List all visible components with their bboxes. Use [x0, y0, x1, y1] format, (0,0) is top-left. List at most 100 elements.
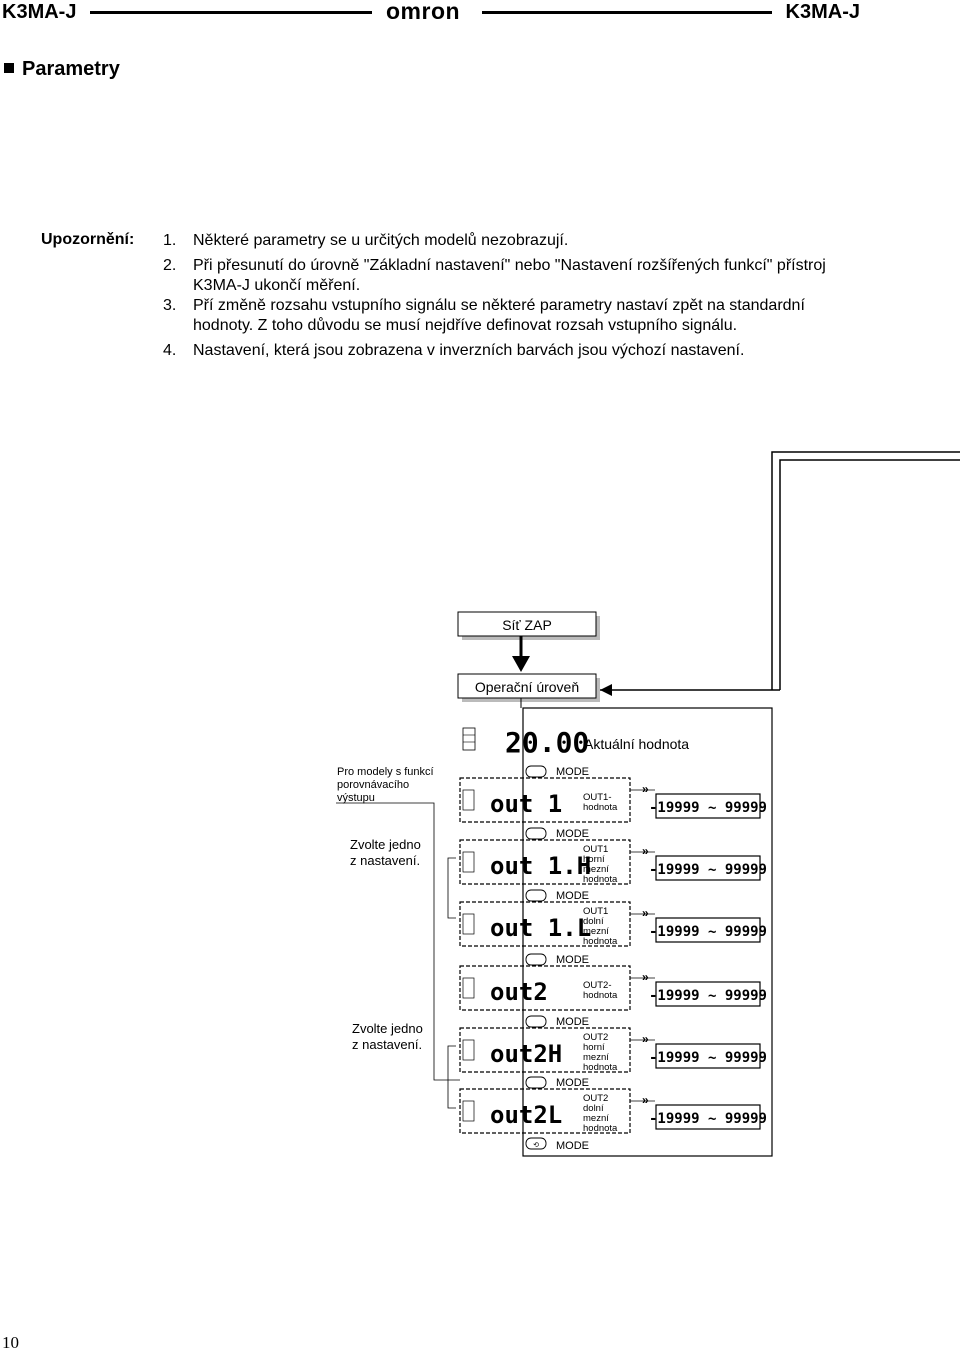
range-value: -19999 ~ 99999	[649, 924, 767, 940]
operation-level-box: Operační úroveň	[457, 673, 600, 702]
note-text: Při přesunutí do úrovně "Základní nastav…	[193, 257, 826, 274]
note-number: 3.	[163, 297, 177, 314]
range-display	[655, 917, 761, 943]
header-rule-right	[482, 11, 772, 14]
choose-one-label: z nastavení.	[350, 853, 420, 868]
parameter-frame	[459, 965, 631, 1011]
parameter-description: OUT2	[583, 1093, 608, 1104]
parameter-display: out2	[490, 978, 548, 1006]
parameter-display: out 1	[490, 790, 562, 818]
parameter-description: horní	[583, 1042, 605, 1053]
parameter-description: mezní	[583, 1113, 609, 1124]
parameter-description: hodnota	[583, 874, 618, 885]
mode-label: MODE	[556, 1077, 589, 1089]
note-text: Pří změně rozsahu vstupního signálu se n…	[193, 297, 805, 314]
page-number: 10	[2, 1333, 19, 1352]
final-mode-key: ⟲ MODE	[525, 1137, 589, 1152]
note-item-1: 1. Některé parametry se u určitých model…	[163, 231, 913, 251]
parameter-description: hodnota	[583, 802, 618, 813]
parameter-description: OUT2-	[583, 980, 612, 991]
comparison-note-line: porovnávacího	[337, 779, 409, 791]
parameter-description: hodnota	[583, 936, 618, 947]
parameter-description: hodnota	[583, 990, 618, 1001]
return-loop-lines	[600, 451, 960, 691]
operation-level-label: Operační úroveň	[475, 679, 579, 695]
parameter-display: out 1.H	[490, 852, 591, 880]
range-display	[655, 1104, 761, 1130]
parameter-description: OUT1-	[583, 792, 612, 803]
parameter-frame	[459, 1088, 631, 1134]
range-value: -19999 ~ 99999	[649, 800, 767, 816]
mode-label: MODE	[556, 1140, 589, 1152]
note-text: Některé parametry se u určitých modelů n…	[193, 232, 569, 249]
mode-label: MODE	[556, 1016, 589, 1028]
parameter-description: mezní	[583, 864, 609, 875]
choose-one-label: Zvolte jedno	[350, 837, 421, 852]
note-item-4: 4. Nastavení, která jsou zobrazena v inv…	[163, 341, 913, 361]
down-arrow-icon	[512, 656, 530, 672]
range-display	[655, 1043, 761, 1069]
parameter-frame	[459, 839, 631, 885]
range-value: -19999 ~ 99999	[649, 1111, 767, 1127]
parameter-description: hodnota	[583, 1062, 618, 1073]
indicator-lamps	[462, 789, 475, 811]
note-number: 2.	[163, 257, 177, 274]
mode-key: MODE	[525, 827, 589, 840]
current-value-label: Aktuální hodnota	[584, 736, 689, 752]
header-model-left: K3MA-J	[2, 1, 77, 23]
omron-logo: omron	[386, 0, 461, 24]
mode-key: MODE	[525, 765, 589, 778]
svg-text:⟲: ⟲	[533, 1142, 539, 1149]
main-display-value: 20.00	[505, 726, 589, 759]
section-title-text: Parametry	[22, 58, 120, 80]
shift-chevron-icon: »	[642, 1032, 649, 1046]
section-title: Parametry	[4, 58, 120, 81]
parameter-frame	[459, 901, 631, 947]
parameter-description: horní	[583, 854, 605, 865]
parameter-display: out2H	[490, 1040, 562, 1068]
indicator-lamps	[462, 851, 475, 873]
power-on-label: Síť ZAP	[502, 617, 552, 633]
mode-label: MODE	[556, 828, 589, 840]
parameter-description: OUT1	[583, 844, 608, 855]
shift-chevron-icon: »	[642, 906, 649, 920]
note-text: hodnoty. Z toho důvodu se musí nejdříve …	[193, 317, 738, 334]
notes-label: Upozornění:	[41, 231, 135, 248]
note-number: 1.	[163, 232, 177, 249]
mode-label: MODE	[556, 890, 589, 902]
power-on-box: Síť ZAP	[457, 611, 600, 640]
indicator-lamps	[462, 1039, 475, 1061]
choose-one-label: z nastavení.	[352, 1037, 422, 1052]
note-item-3: 3. Pří změně rozsahu vstupního signálu s…	[163, 296, 913, 336]
parameter-frame	[459, 1027, 631, 1073]
note-number: 4.	[163, 342, 177, 359]
mode-key: MODE	[525, 953, 589, 966]
shift-chevron-icon: »	[642, 1093, 649, 1107]
parameter-description: dolní	[583, 1103, 604, 1114]
range-value: -19999 ~ 99999	[649, 1050, 767, 1066]
return-arrow-icon	[600, 684, 612, 696]
comparison-note-line: výstupu	[337, 792, 375, 804]
indicator-lamps	[462, 913, 475, 935]
indicator-lamps	[462, 1100, 475, 1122]
mode-label: MODE	[556, 954, 589, 966]
range-display	[655, 793, 761, 819]
note-text: K3MA-J ukončí měření.	[193, 277, 361, 294]
range-value: -19999 ~ 99999	[649, 988, 767, 1004]
parameter-description: mezní	[583, 926, 609, 937]
parameter-description: mezní	[583, 1052, 609, 1063]
note-text: Nastavení, která jsou zobrazena v inverz…	[193, 342, 745, 359]
header-model-right: K3MA-J	[785, 1, 860, 23]
choose-one-label: Zvolte jedno	[352, 1021, 423, 1036]
parameter-description: OUT1	[583, 906, 608, 917]
mode-key: MODE	[525, 889, 589, 902]
parameter-frame	[459, 777, 631, 823]
operation-level-frame	[522, 707, 773, 1157]
indicator-lamps	[462, 977, 475, 999]
range-value: -19999 ~ 99999	[649, 862, 767, 878]
